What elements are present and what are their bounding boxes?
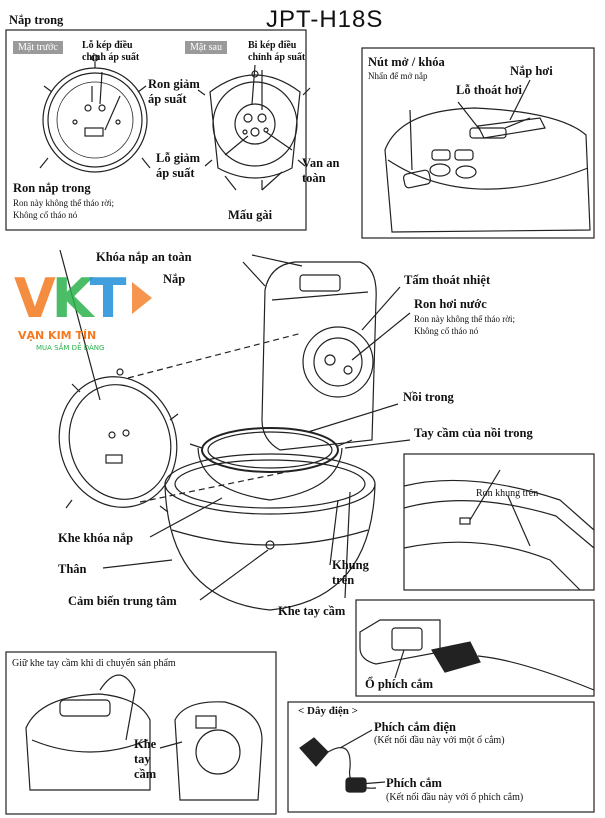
- heat-plate-label: Tấm thoát nhiệt: [404, 273, 491, 287]
- pressure-ring-line2: áp suất: [148, 92, 187, 106]
- cord-drawing: [299, 729, 386, 793]
- socket-drawing: [359, 619, 595, 691]
- upper-frame-line2: trên: [332, 573, 355, 587]
- clips-label: Mấu gài: [228, 208, 273, 222]
- vkt-logo-letters: VKT: [14, 272, 126, 326]
- steam-ring-note-line2: Không cố tháo nó: [414, 326, 479, 336]
- model-number: JPT-H18S: [266, 6, 384, 33]
- main-plug-label: Phích cắm điện: [374, 720, 456, 734]
- socket-label: Ổ phích cắm: [365, 677, 434, 691]
- open-button-label: Nút mở / khóa: [368, 55, 445, 69]
- valve-clip-front-line2: chỉnh áp suất: [82, 52, 140, 63]
- upper-frame-line1: Khung: [332, 558, 369, 572]
- top-panel-drawing: [384, 79, 591, 233]
- rice-cooker-drawing: [59, 249, 411, 611]
- valve-clip-back-line2: chỉnh áp suất: [248, 52, 306, 63]
- valve-clip-back-line1: Bi kép điều: [248, 40, 297, 51]
- vkt-logo-slogan: MUA SẮM DỄ DÀNG: [36, 344, 105, 352]
- cord-frame: [287, 701, 595, 813]
- inner-lid-front-drawing: [39, 54, 151, 173]
- valve-clip-front-line1: Lỗ kép điều: [82, 40, 133, 51]
- steam-ring-label: Ron hơi nước: [414, 297, 487, 311]
- vkt-logo-name: VẠN KIM TÍN: [18, 329, 97, 342]
- steam-vent-label: Lỗ thoát hơi: [456, 83, 522, 97]
- cord-title: < Dây điện >: [298, 705, 358, 717]
- front-tag: Mặt trước: [13, 41, 63, 54]
- vkt-letter-v: V: [14, 267, 56, 330]
- safety-valve-line1: Van an: [302, 156, 340, 170]
- lid-label: Nắp: [163, 272, 186, 286]
- vkt-logo: VKT VẠN KIM TÍN MUA SẮM DỄ DÀNG: [14, 272, 164, 362]
- inner-lid-back-drawing: [197, 64, 311, 191]
- pressure-hole-line2: áp suất: [156, 166, 195, 180]
- plug-note: (Kết nối đầu này với ổ phích cắm): [386, 792, 524, 803]
- main-plug-note: (Kết nối đầu này với một ổ cắm): [374, 735, 505, 746]
- pressure-hole-line1: Lỗ giảm: [156, 151, 201, 165]
- carry-slot-line3: cầm: [134, 767, 157, 781]
- handle-slot-label: Khe tay cầm: [278, 604, 346, 618]
- lid-ring-note-line1: Ron này không thể tháo rời;: [13, 198, 114, 208]
- plug-label: Phích cắm: [386, 776, 442, 790]
- safety-lock-label: Khóa nắp an toàn: [96, 250, 192, 264]
- detached-lid-drawing: [58, 332, 303, 513]
- vkt-arrow-icon: [132, 282, 152, 314]
- socket-frame: [355, 599, 595, 697]
- steam-ring-note-line1: Ron này không thể tháo rời;: [414, 314, 515, 324]
- open-button-hint: Nhấn để mở nắp: [368, 71, 428, 81]
- vkt-letter-k: K: [51, 267, 94, 330]
- center-sensor-label: Cảm biến trung tâm: [68, 594, 177, 608]
- pressure-ring-line1: Ron giảm: [148, 77, 200, 91]
- frame-detail-frame: [403, 453, 595, 591]
- frame-ring-label: Ron khung trên: [476, 488, 539, 499]
- top-panel-frame: [361, 47, 595, 239]
- frame-detail-drawing: [403, 469, 595, 591]
- back-tag: Mặt sau: [185, 41, 227, 54]
- inner-pot-handle-label: Tay cầm của nồi trong: [414, 426, 533, 440]
- lid-ring-note-line2: Không cố tháo nó: [13, 210, 78, 220]
- lid-lock-slot-label: Khe khóa nắp: [58, 531, 134, 545]
- carry-caption: Giữ khe tay cầm khi di chuyển sản phẩm: [12, 658, 176, 669]
- carry-slot-line2: tay: [134, 752, 151, 766]
- inner-lid-title: Nắp trong: [9, 13, 64, 27]
- inner-pot-label: Nồi trong: [403, 390, 454, 404]
- carry-slot-line1: Khe: [134, 737, 157, 751]
- inner-lid-frame: [5, 29, 307, 231]
- safety-valve-line2: toàn: [302, 171, 326, 185]
- steam-cap-label: Nắp hơi: [510, 64, 553, 78]
- carry-drawing: [25, 674, 263, 801]
- body-label: Thân: [58, 562, 87, 576]
- carry-frame: [5, 651, 277, 815]
- vkt-letter-t: T: [89, 267, 127, 330]
- lid-ring-label: Ron nắp trong: [13, 181, 91, 195]
